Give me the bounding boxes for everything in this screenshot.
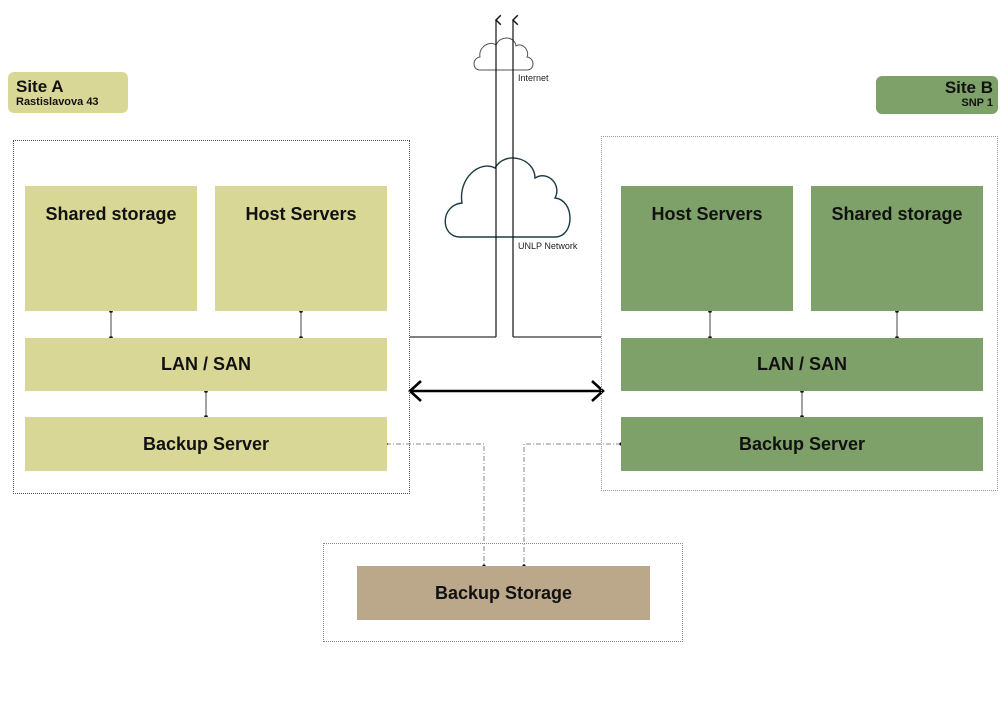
site-a-host-servers[interactable]: Host Servers	[215, 186, 387, 311]
backup-links	[386, 443, 621, 566]
site-a-shared-storage[interactable]: Shared storage	[25, 186, 197, 311]
backup-storage-label: Backup Storage	[434, 582, 573, 603]
site-a-host-servers-label: Host Servers	[245, 204, 357, 224]
site-sync-arrow	[408, 380, 605, 402]
site-b-shared-storage-label: Shared storage	[831, 204, 963, 224]
site-b-label: Site B SNP 1	[876, 76, 998, 114]
site-b-host-servers[interactable]: Host Servers	[621, 186, 793, 311]
backup-storage-container	[323, 543, 683, 642]
site-b-lan-san[interactable]: LAN / SAN	[621, 338, 983, 391]
internet-cloud-icon	[473, 37, 534, 71]
site-a-lan-san[interactable]: LAN / SAN	[25, 338, 387, 391]
site-a-title: Site A	[16, 77, 64, 96]
site-b-host-servers-label: Host Servers	[651, 204, 763, 224]
site-b-shared-storage[interactable]: Shared storage	[811, 186, 983, 311]
backup-storage[interactable]: Backup Storage	[357, 566, 650, 620]
site-b-container	[601, 136, 998, 491]
site-a-label: Site A Rastislavova 43	[8, 72, 128, 113]
site-a-container	[13, 140, 410, 494]
unlp-network-label: UNLP Network	[518, 241, 578, 251]
site-a-lan-san-label: LAN / SAN	[161, 354, 251, 374]
site-a-backup-server-label: Backup Server	[142, 433, 270, 454]
site-b-lan-san-label: LAN / SAN	[757, 354, 847, 374]
site-a-backup-server[interactable]: Backup Server	[25, 417, 387, 471]
site-a-shared-storage-label: Shared storage	[45, 204, 177, 224]
site-b-backup-server-label: Backup Server	[738, 433, 866, 454]
internet-label: Internet	[518, 73, 549, 83]
site-b-backup-server[interactable]: Backup Server	[621, 417, 983, 471]
site-a-address: Rastislavova 43	[16, 96, 99, 108]
site-b-title: Site B	[944, 78, 993, 97]
unlp-cloud-icon	[444, 157, 571, 238]
site-b-address: SNP 1	[961, 97, 993, 109]
